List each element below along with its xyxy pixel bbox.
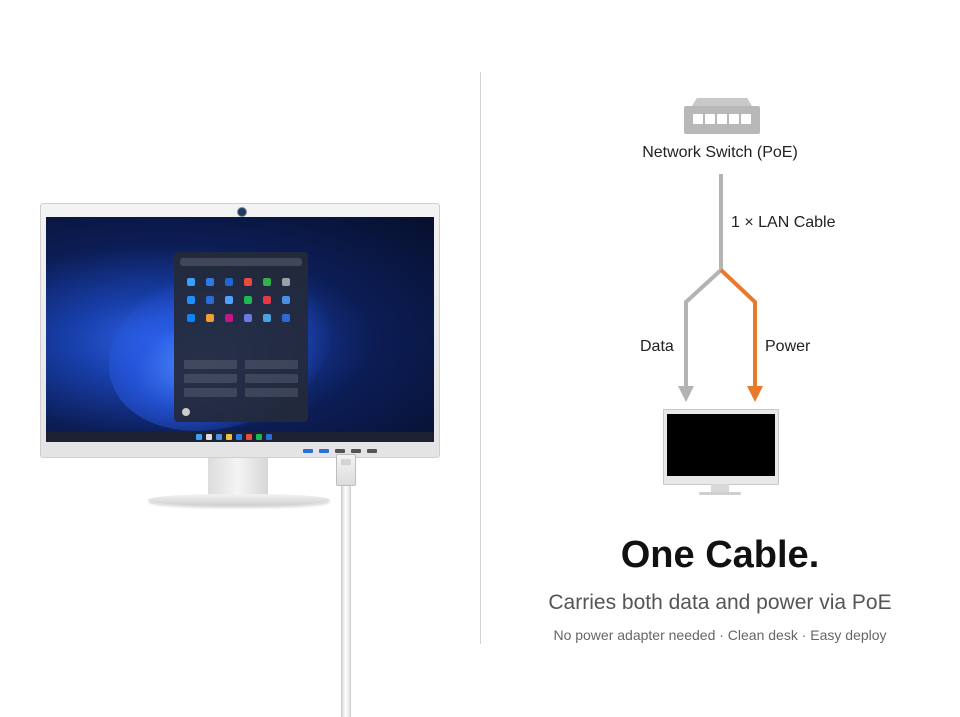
footnote: No power adapter needed · Clean desk · E… — [553, 627, 887, 643]
all-in-one-pc-image — [40, 203, 440, 717]
webcam-icon — [237, 207, 247, 217]
io-ports — [303, 449, 377, 453]
monitor-icon — [663, 409, 779, 495]
data-label: Data — [640, 338, 674, 355]
taskbar — [46, 432, 434, 442]
cable-label: 1 × LAN Cable — [731, 214, 836, 231]
pinned-apps — [184, 278, 298, 322]
lan-cable — [341, 480, 351, 717]
start-menu — [174, 252, 308, 422]
monitor-stand-base — [148, 494, 330, 506]
data-arrowhead — [678, 386, 694, 402]
rj45-connector — [336, 454, 356, 486]
monitor-screen — [46, 217, 434, 442]
switch-label: Network Switch (PoE) — [642, 144, 798, 161]
user-avatar — [182, 408, 190, 416]
network-switch-icon — [684, 98, 760, 136]
power-branch-line — [719, 268, 757, 390]
power-label: Power — [765, 338, 811, 355]
recommended-items — [184, 360, 298, 397]
column-divider — [480, 72, 481, 644]
subheadline: Carries both data and power via PoE — [548, 591, 892, 614]
monitor-stand-neck — [208, 452, 268, 500]
power-arrowhead — [747, 386, 763, 402]
start-search-box — [180, 258, 302, 266]
data-branch-line — [684, 268, 723, 390]
headline: One Cable. — [620, 534, 820, 576]
all-in-one-monitor — [40, 203, 440, 458]
